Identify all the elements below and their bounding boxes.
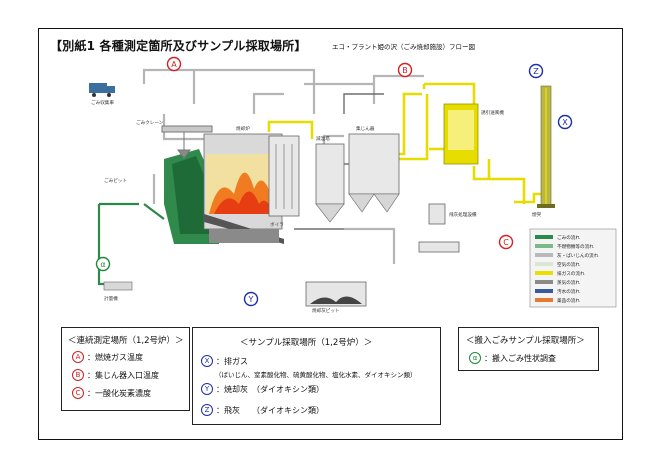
marker-alpha-icon: α — [469, 352, 481, 364]
chimney-stack — [537, 85, 555, 208]
marker-y-icon: Y — [201, 383, 213, 395]
marker-b-icon: B — [72, 369, 84, 381]
svg-text:Z: Z — [533, 67, 539, 76]
truck-label: ごみ収集車 — [91, 99, 114, 106]
page-frame — [38, 28, 623, 440]
scale-label: 計量機 — [104, 295, 118, 302]
continuous-item-a: A ：燃焼ガス温度 — [72, 351, 143, 363]
legend-item: 灰・ばいじんの流れ — [535, 252, 599, 259]
svg-text:空気の流れ: 空気の流れ — [557, 261, 580, 268]
svg-text:灰・ばいじんの流れ: 灰・ばいじんの流れ — [557, 252, 599, 259]
flyash-label: 飛灰処理設備 — [449, 211, 477, 218]
furnace-label: 焼却炉 — [236, 125, 250, 132]
legend-item: ごみの流れ — [535, 234, 580, 241]
marker-x-badge: X — [557, 114, 573, 130]
incoming-item-alpha: α ：搬入ごみ性状調査 — [469, 352, 556, 364]
boiler — [268, 135, 300, 217]
measurement-markers: A B C X Y Zα — [95, 56, 573, 307]
page-subtitle: エコ・プラント姫の沢（ごみ焼却施設）フロー図 — [332, 43, 475, 51]
marker-x-icon: X — [201, 355, 213, 367]
sampling-item-z: Z ：飛灰 （ダイオキシン類） — [201, 404, 324, 416]
svg-text:B: B — [402, 66, 408, 75]
svg-text:蒸気の流れ: 蒸気の流れ — [557, 279, 580, 286]
ashpit-label: 焼却灰ピット — [312, 307, 340, 314]
svg-text:α: α — [100, 260, 105, 269]
sampling-item-x: X ：排ガス — [201, 355, 248, 367]
legend-item: 排ガスの流れ — [535, 270, 585, 277]
garbage-truck — [89, 83, 115, 97]
marker-y-badge: Y — [243, 291, 259, 307]
baghouse-label: 集じん器 — [356, 125, 375, 132]
incoming-item-alpha-text: ：搬入ごみ性状調査 — [484, 353, 556, 363]
pit-label: ごみピット — [104, 177, 127, 184]
flow-legend — [529, 228, 617, 308]
continuous-item-b: B ：集じん器入口温度 — [72, 369, 159, 381]
crane-label: ごみクレーン — [136, 119, 164, 126]
exhaust-gas-lines — [267, 82, 542, 204]
continuous-title: ＜連続測定場所（1,2号炉）＞ — [68, 336, 184, 346]
marker-z-icon: Z — [201, 404, 213, 416]
flue-gas-tank — [443, 103, 479, 165]
marker-b-badge: B — [397, 62, 413, 78]
ash-pit — [305, 281, 367, 307]
sampling-item-x-text: ：排ガス — [216, 356, 248, 366]
marker-a-badge: A — [166, 56, 182, 72]
marker-c-icon: C — [72, 387, 84, 399]
legend-items: ごみの流れ不燃物類等の流れ灰・ばいじんの流れ空気の流れ排ガスの流れ蒸気の流れ汚水… — [535, 234, 599, 304]
continuous-item-c-text: ：一酸化炭素濃度 — [87, 388, 151, 398]
sampling-item-y-text: ：焼却灰 （ダイオキシン類） — [216, 384, 324, 394]
continuous-item-b-text: ：集じん器入口温度 — [87, 370, 159, 380]
legend-item: 空気の流れ — [535, 261, 580, 268]
marker-alpha-badge: α — [95, 256, 111, 272]
stack-label: 煙突 — [532, 211, 542, 218]
fan-label: 誘引送風機 — [481, 109, 504, 116]
cooler-label: 減温塔 — [316, 135, 330, 142]
legend-item: 不燃物類等の流れ — [535, 243, 594, 250]
svg-text:C: C — [503, 238, 509, 247]
svg-text:X: X — [562, 118, 568, 127]
marker-z-badge: Z — [528, 63, 544, 79]
sampling-title: ＜サンプル採取場所（1,2号炉）＞ — [240, 338, 373, 348]
boiler-label: ボイラ — [270, 221, 284, 228]
sampling-item-x-note: （ばいじん、窒素酸化物、硫黄酸化物、塩化水素、ダイオキシン類） — [215, 371, 417, 379]
svg-text:ごみの流れ: ごみの流れ — [557, 234, 580, 241]
svg-text:汚水の流れ: 汚水の流れ — [557, 288, 580, 295]
page-title: 【別紙1 各種測定箇所及びサンプル採取場所】 — [50, 39, 307, 53]
incoming-panel: ＜搬入ごみサンプル採取場所＞ α ：搬入ごみ性状調査 — [458, 327, 599, 371]
marker-a-icon: A — [72, 351, 84, 363]
svg-text:排ガスの流れ: 排ガスの流れ — [557, 270, 585, 277]
svg-text:不燃物類等の流れ: 不燃物類等の流れ — [557, 243, 594, 250]
svg-text:薬品の流れ: 薬品の流れ — [557, 297, 580, 304]
sampling-panel: ＜サンプル採取場所（1,2号炉）＞ X ：排ガス （ばいじん、窒素酸化物、硫黄酸… — [192, 327, 441, 425]
marker-c-badge: C — [498, 234, 514, 250]
svg-text:A: A — [171, 60, 177, 69]
bag-filter — [348, 133, 400, 213]
legend-item: 蒸気の流れ — [535, 279, 580, 286]
waste-crane — [161, 125, 213, 159]
process-flow-diagram: ごみ収集車 ごみピット ごみクレーン 焼却炉 ボイラ 減温塔 — [89, 56, 617, 314]
continuous-panel: ＜連続測定場所（1,2号炉）＞ A ：燃焼ガス温度 B ：集じん器入口温度 C … — [61, 327, 190, 411]
continuous-item-c: C ：一酸化炭素濃度 — [72, 387, 151, 399]
incoming-title: ＜搬入ごみサンプル採取場所＞ — [466, 336, 585, 346]
legend-item: 薬品の流れ — [535, 297, 580, 304]
sampling-item-y: Y ：焼却灰 （ダイオキシン類） — [201, 383, 324, 395]
gas-cooler — [315, 143, 345, 223]
sampling-item-z-text: ：飛灰 （ダイオキシン類） — [216, 405, 324, 415]
continuous-item-a-text: ：燃焼ガス温度 — [87, 352, 143, 362]
truck-scale — [103, 281, 133, 291]
fly-ash-equipment — [418, 203, 460, 253]
svg-text:Y: Y — [248, 295, 254, 304]
legend-item: 汚水の流れ — [535, 288, 580, 295]
